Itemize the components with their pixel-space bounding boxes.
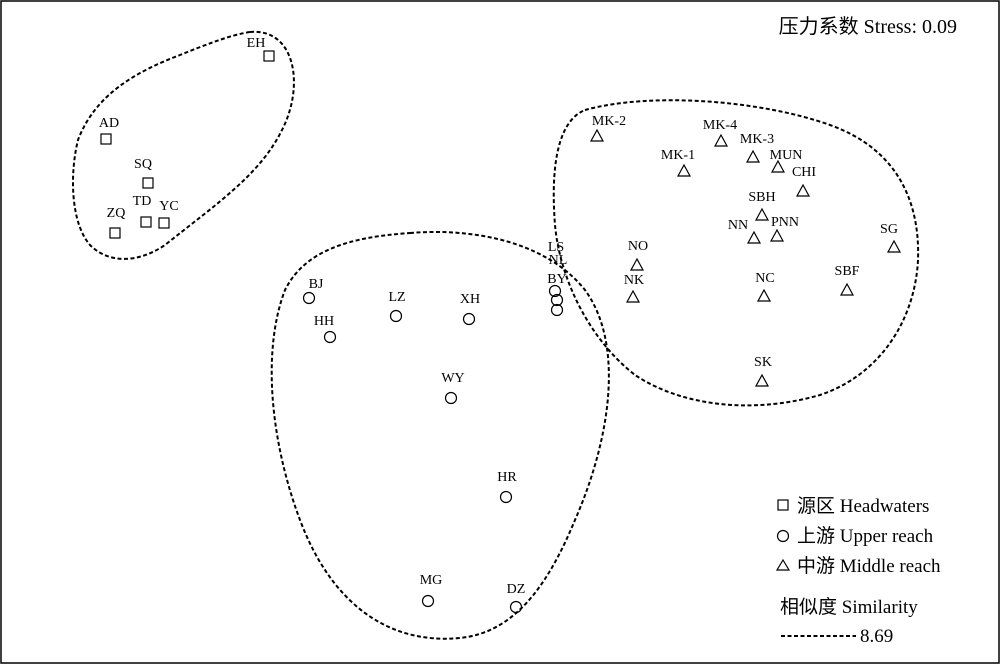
site-label-nl: NL — [549, 253, 568, 268]
site-marker-by — [550, 303, 564, 317]
site-label-mk-2: MK-2 — [592, 114, 626, 129]
site-label-mk-4: MK-4 — [703, 118, 737, 133]
site-label-xh: XH — [460, 292, 480, 307]
hull-upper-reach — [270, 230, 610, 640]
site-label-pnn: PNN — [771, 215, 799, 230]
site-label-eh: EH — [247, 36, 266, 51]
site-label-mk-1: MK-1 — [661, 148, 695, 163]
site-label-wy: WY — [441, 371, 464, 386]
legend-triangle-marker — [775, 558, 791, 571]
legend-label-middle-reach: 中游 Middle reach — [797, 555, 941, 577]
site-label-sbh: SBH — [748, 190, 775, 205]
site-marker-wy — [444, 391, 458, 405]
site-marker-nc — [756, 288, 772, 302]
site-label-chi: CHI — [792, 165, 816, 180]
legend-similarity-value: 8.69 — [860, 626, 893, 647]
site-marker-pnn — [769, 228, 785, 242]
site-label-hr: HR — [497, 470, 517, 485]
site-marker-sg — [886, 239, 902, 253]
site-marker-mk-4 — [713, 133, 729, 147]
site-label-mk-3: MK-3 — [740, 132, 774, 147]
site-marker-nl — [550, 293, 564, 307]
site-marker-sk — [754, 373, 770, 387]
legend-similarity-title: 相似度 Similarity — [780, 596, 918, 618]
hull-middle-reach — [552, 99, 920, 407]
similarity-hulls — [72, 30, 920, 640]
site-marker-mk-3 — [745, 149, 761, 163]
site-marker-mun — [770, 159, 786, 173]
legend-item-middle-reach: 中游 Middle reach — [775, 555, 941, 577]
site-label-sq: SQ — [134, 157, 152, 172]
legend-circle-marker — [776, 529, 790, 543]
site-marker-zq — [109, 227, 121, 239]
site-marker-chi — [795, 183, 811, 197]
site-marker-dz — [509, 600, 523, 614]
site-marker-mk-2 — [589, 128, 605, 142]
site-label-by: BY — [547, 272, 566, 287]
site-marker-mk-1 — [676, 163, 692, 177]
hull-headwaters — [72, 30, 295, 260]
site-marker-hr — [499, 490, 513, 504]
site-marker-eh — [263, 50, 275, 62]
site-label-sbf: SBF — [835, 264, 860, 279]
site-label-zq: ZQ — [107, 206, 126, 221]
site-marker-ad — [100, 133, 112, 145]
legend-item-headwaters: 源区 Headwaters — [777, 495, 929, 517]
site-label-nn: NN — [728, 218, 748, 233]
site-marker-sbf — [839, 282, 855, 296]
site-marker-td — [140, 216, 152, 228]
site-label-no: NO — [628, 239, 648, 254]
site-marker-yc — [158, 217, 170, 229]
site-marker-no — [629, 257, 645, 271]
site-label-ls: LS — [548, 240, 564, 255]
site-label-ad: AD — [99, 116, 119, 131]
legend: 源区 Headwaters 上游 Upper reach 中游 Middle r… — [775, 495, 941, 647]
site-label-nk: NK — [624, 273, 644, 288]
site-label-mun: MUN — [770, 148, 803, 163]
stress-label: 压力系数 Stress: 0.09 — [779, 15, 957, 38]
site-marker-hh — [323, 330, 337, 344]
site-label-yc: YC — [159, 199, 178, 214]
site-marker-nk — [625, 289, 641, 303]
site-marker-mg — [421, 594, 435, 608]
legend-label-headwaters: 源区 Headwaters — [797, 495, 929, 517]
site-label-lz: LZ — [388, 290, 405, 305]
site-label-nc: NC — [755, 271, 774, 286]
site-label-mg: MG — [420, 573, 443, 588]
site-label-sk: SK — [754, 355, 772, 370]
site-marker-ls — [548, 284, 562, 298]
site-label-hh: HH — [314, 314, 334, 329]
site-marker-xh — [462, 312, 476, 326]
legend-label-upper-reach: 上游 Upper reach — [797, 525, 934, 547]
site-marker-sq — [142, 177, 154, 189]
site-marker-bj — [302, 291, 316, 305]
site-label-sg: SG — [880, 222, 898, 237]
site-marker-lz — [389, 309, 403, 323]
site-label-td: TD — [133, 194, 152, 209]
legend-square-marker — [777, 499, 789, 511]
site-marker-sbh — [754, 207, 770, 221]
site-label-bj: BJ — [309, 277, 324, 292]
site-marker-nn — [746, 230, 762, 244]
site-label-dz: DZ — [507, 582, 526, 597]
legend-item-upper-reach: 上游 Upper reach — [776, 525, 934, 547]
